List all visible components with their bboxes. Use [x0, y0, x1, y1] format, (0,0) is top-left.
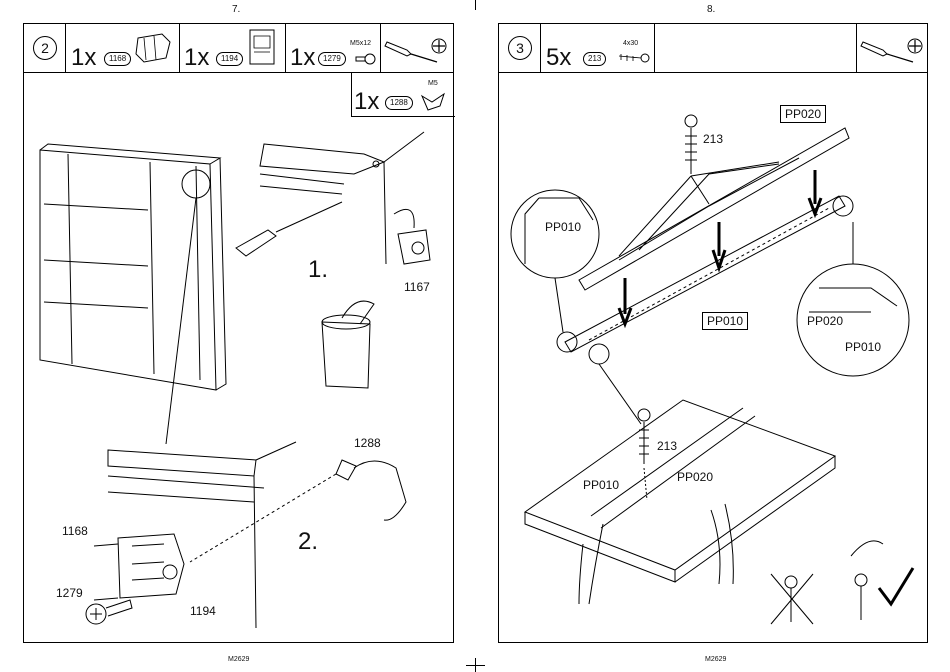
label-pp010-right: PP010	[845, 340, 881, 354]
label-pp020-bottom: PP020	[677, 470, 713, 484]
part-label-1288: 1288	[354, 436, 381, 450]
wardrobe-assembly-illustration	[24, 24, 455, 644]
label-screw-213-bottom: 213	[657, 439, 677, 453]
part-label-1194: 1194	[190, 604, 216, 618]
instruction-panel-step-2: 2 1x 1168 1x 1194 1x 1279 M5x12	[23, 23, 454, 643]
label-screw-213-top: 213	[703, 132, 723, 146]
label-pp020-right: PP020	[807, 314, 843, 328]
sub-step-1-label: 1.	[308, 256, 328, 284]
crop-mark-top	[475, 0, 476, 10]
part-label-1168: 1168	[62, 524, 88, 538]
page-number-right: 8.	[707, 4, 715, 15]
part-label-1279: 1279	[56, 586, 83, 600]
sub-step-2-label: 2.	[298, 528, 318, 556]
label-pp010-bottom: PP010	[583, 478, 619, 492]
label-pp010-left: PP010	[545, 220, 581, 234]
label-pp010-mid: PP010	[702, 312, 748, 330]
page-footer-left: M2629	[228, 656, 249, 663]
instruction-panel-step-3: 3 5x 213 4x30	[498, 23, 928, 643]
label-pp020-top: PP020	[780, 105, 826, 123]
crop-mark-bottom-h	[466, 665, 485, 666]
page-footer-right: M2629	[705, 656, 726, 663]
page-number-left: 7.	[232, 4, 240, 15]
part-label-1167: 1167	[404, 280, 430, 294]
panel-assembly-illustration	[499, 24, 929, 644]
